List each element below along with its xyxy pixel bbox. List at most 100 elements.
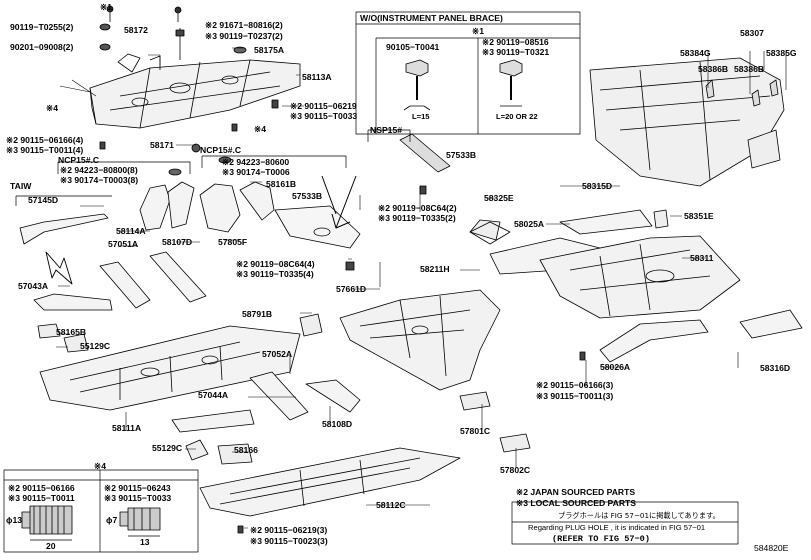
part-58351e: 58351E bbox=[684, 211, 714, 221]
part-55129c-a: 55129C bbox=[80, 341, 111, 351]
part-57661d: 57661D bbox=[336, 284, 367, 294]
part-57051a: 57051A bbox=[108, 239, 139, 249]
part-57052a: 57052A bbox=[262, 349, 293, 359]
part-55129c-b: 55129C bbox=[152, 443, 183, 453]
part-58165b: 58165B bbox=[56, 327, 87, 337]
legend-refer: (REFER TO FIG 57−0) bbox=[552, 534, 650, 544]
part-58307: 58307 bbox=[740, 28, 764, 38]
floor-pan-58112c-drawing bbox=[199, 447, 461, 534]
part-57043a: 57043A bbox=[18, 281, 49, 291]
section-wo-brace: W/O(INSTRUMENT PANEL BRACE) bbox=[360, 13, 503, 23]
fastener-f1: 90119−T0255(2) bbox=[10, 22, 74, 32]
rear-panel-58307-drawing bbox=[589, 57, 785, 187]
frame-lines bbox=[3, 11, 739, 553]
part-58172: 58172 bbox=[124, 25, 148, 35]
fastener-f7a: ※2 94223−80600 bbox=[222, 157, 290, 167]
fastener-f2: 90201−09008(2) bbox=[10, 42, 74, 52]
wo-col1-note: L=15 bbox=[412, 112, 430, 121]
part-57533b-a: 57533B bbox=[292, 191, 323, 201]
left-members-drawing bbox=[19, 213, 207, 353]
section-nsp15: NSP15# bbox=[370, 125, 403, 135]
inset-r1: ※2 90115−06243 bbox=[104, 483, 171, 493]
part-57533b-b: 57533B bbox=[446, 150, 477, 160]
legend-plug-jp: プラグホールは FIG 57−01に掲載してあります。 bbox=[558, 511, 720, 520]
fastener-f6b: ※3 90174−T0003(8) bbox=[60, 175, 139, 185]
inset-phi13: ϕ13 bbox=[6, 515, 22, 525]
wo-col2-note: L=20 OR 22 bbox=[496, 112, 538, 121]
x4-label-b: ※4 bbox=[46, 103, 58, 113]
legend-japan: ※2 JAPAN SOURCED PARTS bbox=[516, 487, 636, 497]
part-58311: 58311 bbox=[690, 253, 714, 263]
wo-box-bolts-drawing bbox=[403, 59, 523, 111]
part-58113a: 58113A bbox=[302, 72, 332, 82]
section-wo-marker: ※1 bbox=[472, 26, 484, 36]
center-tunnel-drawing bbox=[339, 289, 531, 453]
part-58325e: 58325E bbox=[484, 193, 514, 203]
fastener-f5b: ※3 90115−T0011(4) bbox=[6, 145, 84, 155]
fastener-f10b: ※3 90115−T0011(3) bbox=[536, 391, 614, 401]
part-57805f: 57805F bbox=[218, 237, 248, 247]
part-58316d: 58316D bbox=[760, 363, 791, 373]
part-58025a: 58025A bbox=[514, 219, 545, 229]
part-57802c: 57802C bbox=[500, 465, 531, 475]
part-58791b: 58791B bbox=[242, 309, 273, 319]
inset-len20: 20 bbox=[46, 541, 56, 551]
part-58114a: 58114A bbox=[116, 226, 146, 236]
part-57044a: 57044A bbox=[198, 390, 229, 400]
fastener-f8b: ※3 90119−T0335(2) bbox=[378, 213, 456, 223]
plug-58325e-drawing bbox=[469, 221, 511, 245]
fastener-f8a: ※2 90119−08C64(2) bbox=[378, 203, 457, 213]
wo-col2-l1: ※2 90119−08516 bbox=[482, 37, 549, 47]
fastener-f4a: ※2 90115−06219 bbox=[290, 101, 357, 111]
inset-l2: ※3 90115−T0011 bbox=[8, 493, 75, 503]
part-58026a: 58026A bbox=[600, 362, 631, 372]
part-58386b-a: 58386B bbox=[698, 64, 729, 74]
part-58111a: 58111A bbox=[112, 423, 142, 433]
part-58175a: 58175A bbox=[254, 45, 285, 55]
part-57145d: 57145D bbox=[28, 195, 59, 205]
part-58385g: 58385G bbox=[766, 48, 797, 58]
inset-marker: ※4 bbox=[94, 461, 106, 471]
inset-bolts-drawing bbox=[21, 505, 161, 541]
fastener-f9b: ※3 90119−T0335(4) bbox=[236, 269, 314, 279]
legend-plug-en: Regarding PLUG HOLE , it is indicated in… bbox=[528, 523, 706, 532]
part-57801c: 57801C bbox=[460, 426, 491, 436]
inset-len13: 13 bbox=[140, 537, 150, 547]
fastener-f11b: ※3 90115−T0023(3) bbox=[250, 536, 328, 546]
x4-label-a: ※4 bbox=[254, 124, 266, 134]
wo-col2-l2: ※3 90119−T0321 bbox=[482, 47, 550, 57]
wo-col1-part: 90105−T0041 bbox=[386, 42, 440, 52]
x1-label: ※1 bbox=[100, 2, 112, 12]
inset-r2: ※3 90115−T0033 bbox=[104, 493, 172, 503]
section-ncp15c-a: NCP15#.C bbox=[58, 155, 100, 165]
leader-lines bbox=[56, 47, 787, 529]
rear-floor-drawing bbox=[469, 209, 803, 363]
diagram-code: 584820E bbox=[754, 543, 789, 553]
part-58315d: 58315D bbox=[582, 181, 613, 191]
part-58161b: 58161B bbox=[266, 179, 297, 189]
fastener-f11a: ※2 90115−06219(3) bbox=[250, 525, 328, 535]
legend-local: ※3 LOCAL SOURCED PARTS bbox=[516, 498, 637, 508]
part-58112c: 58112C bbox=[376, 500, 406, 510]
brackets-center-drawing bbox=[139, 175, 427, 271]
inset-l1: ※2 90115−06166 bbox=[8, 483, 75, 493]
fastener-f7b: ※3 90174−T0006 bbox=[222, 167, 290, 177]
fastener-f3a: ※2 91671−80816(2) bbox=[205, 20, 283, 30]
part-58166: 58166 bbox=[234, 445, 258, 455]
part-58386b-b: 58386B bbox=[734, 64, 765, 74]
fastener-f9a: ※2 90119−08C64(4) bbox=[236, 259, 315, 269]
fastener-f5a: ※2 90115−06166(4) bbox=[6, 135, 84, 145]
part-58211h: 58211H bbox=[420, 264, 450, 274]
part-58107d: 58107D bbox=[162, 237, 193, 247]
inset-phi7: ϕ7 bbox=[106, 515, 118, 525]
center-members-drawing bbox=[171, 313, 361, 465]
part-58171: 58171 bbox=[150, 140, 174, 150]
fastener-icons-top bbox=[99, 5, 279, 176]
section-taiw: TAIW bbox=[10, 181, 32, 191]
part-58108d: 58108D bbox=[322, 419, 353, 429]
fastener-f4b: ※3 90115−T0033 bbox=[290, 111, 358, 121]
part-58384g: 58384G bbox=[680, 48, 711, 58]
fastener-f3b: ※3 90119−T0237(2) bbox=[205, 31, 283, 41]
